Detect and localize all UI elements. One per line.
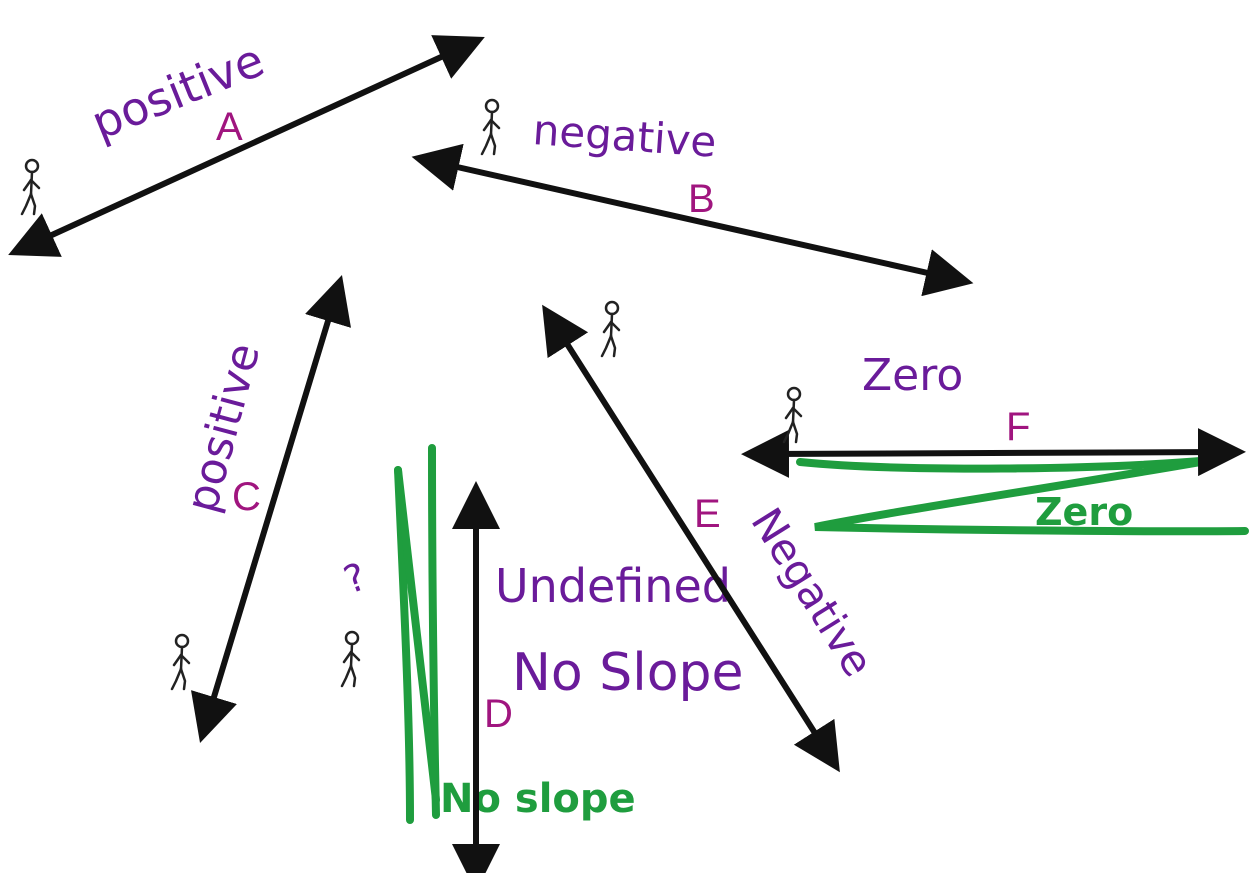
stick-figure-icon xyxy=(600,300,621,358)
line-c-letter: C xyxy=(232,475,261,519)
line-f-arrow xyxy=(741,428,1246,478)
stick-figure-icon xyxy=(20,158,41,216)
stick-figure-icon xyxy=(782,386,803,444)
green-zero-annotation: Zero xyxy=(796,456,1249,536)
line-b: B negative xyxy=(411,98,974,297)
line-f-label: Zero xyxy=(862,350,963,401)
line-b-label: negative xyxy=(531,105,718,167)
green-no-slope-text: No slope xyxy=(440,776,636,822)
line-d-label-undefined: Undefined xyxy=(495,559,731,613)
line-b-arrow xyxy=(411,143,974,297)
stick-figure-icon xyxy=(340,630,361,688)
line-a-arrow xyxy=(8,35,485,257)
line-b-letter: B xyxy=(688,177,715,221)
line-c-arrow xyxy=(190,275,352,743)
line-c: C positive xyxy=(170,275,352,743)
line-d-letter: D xyxy=(484,692,513,736)
green-zero-text: Zero xyxy=(1035,490,1133,534)
green-no-slope-annotation: No slope xyxy=(394,444,636,824)
line-a-letter: A xyxy=(216,105,243,149)
line-f: F Zero xyxy=(741,350,1246,478)
line-d-label-no-slope: No Slope xyxy=(512,643,744,703)
line-f-letter: F xyxy=(1006,405,1030,449)
line-e-letter: E xyxy=(694,492,721,536)
stick-figure-icon xyxy=(480,98,501,156)
question-mark: ? xyxy=(338,554,372,602)
stick-figure-icon xyxy=(170,633,191,691)
line-a-label: positive xyxy=(84,33,272,151)
line-e-arrow xyxy=(542,304,840,773)
line-a: A positive xyxy=(8,33,485,257)
